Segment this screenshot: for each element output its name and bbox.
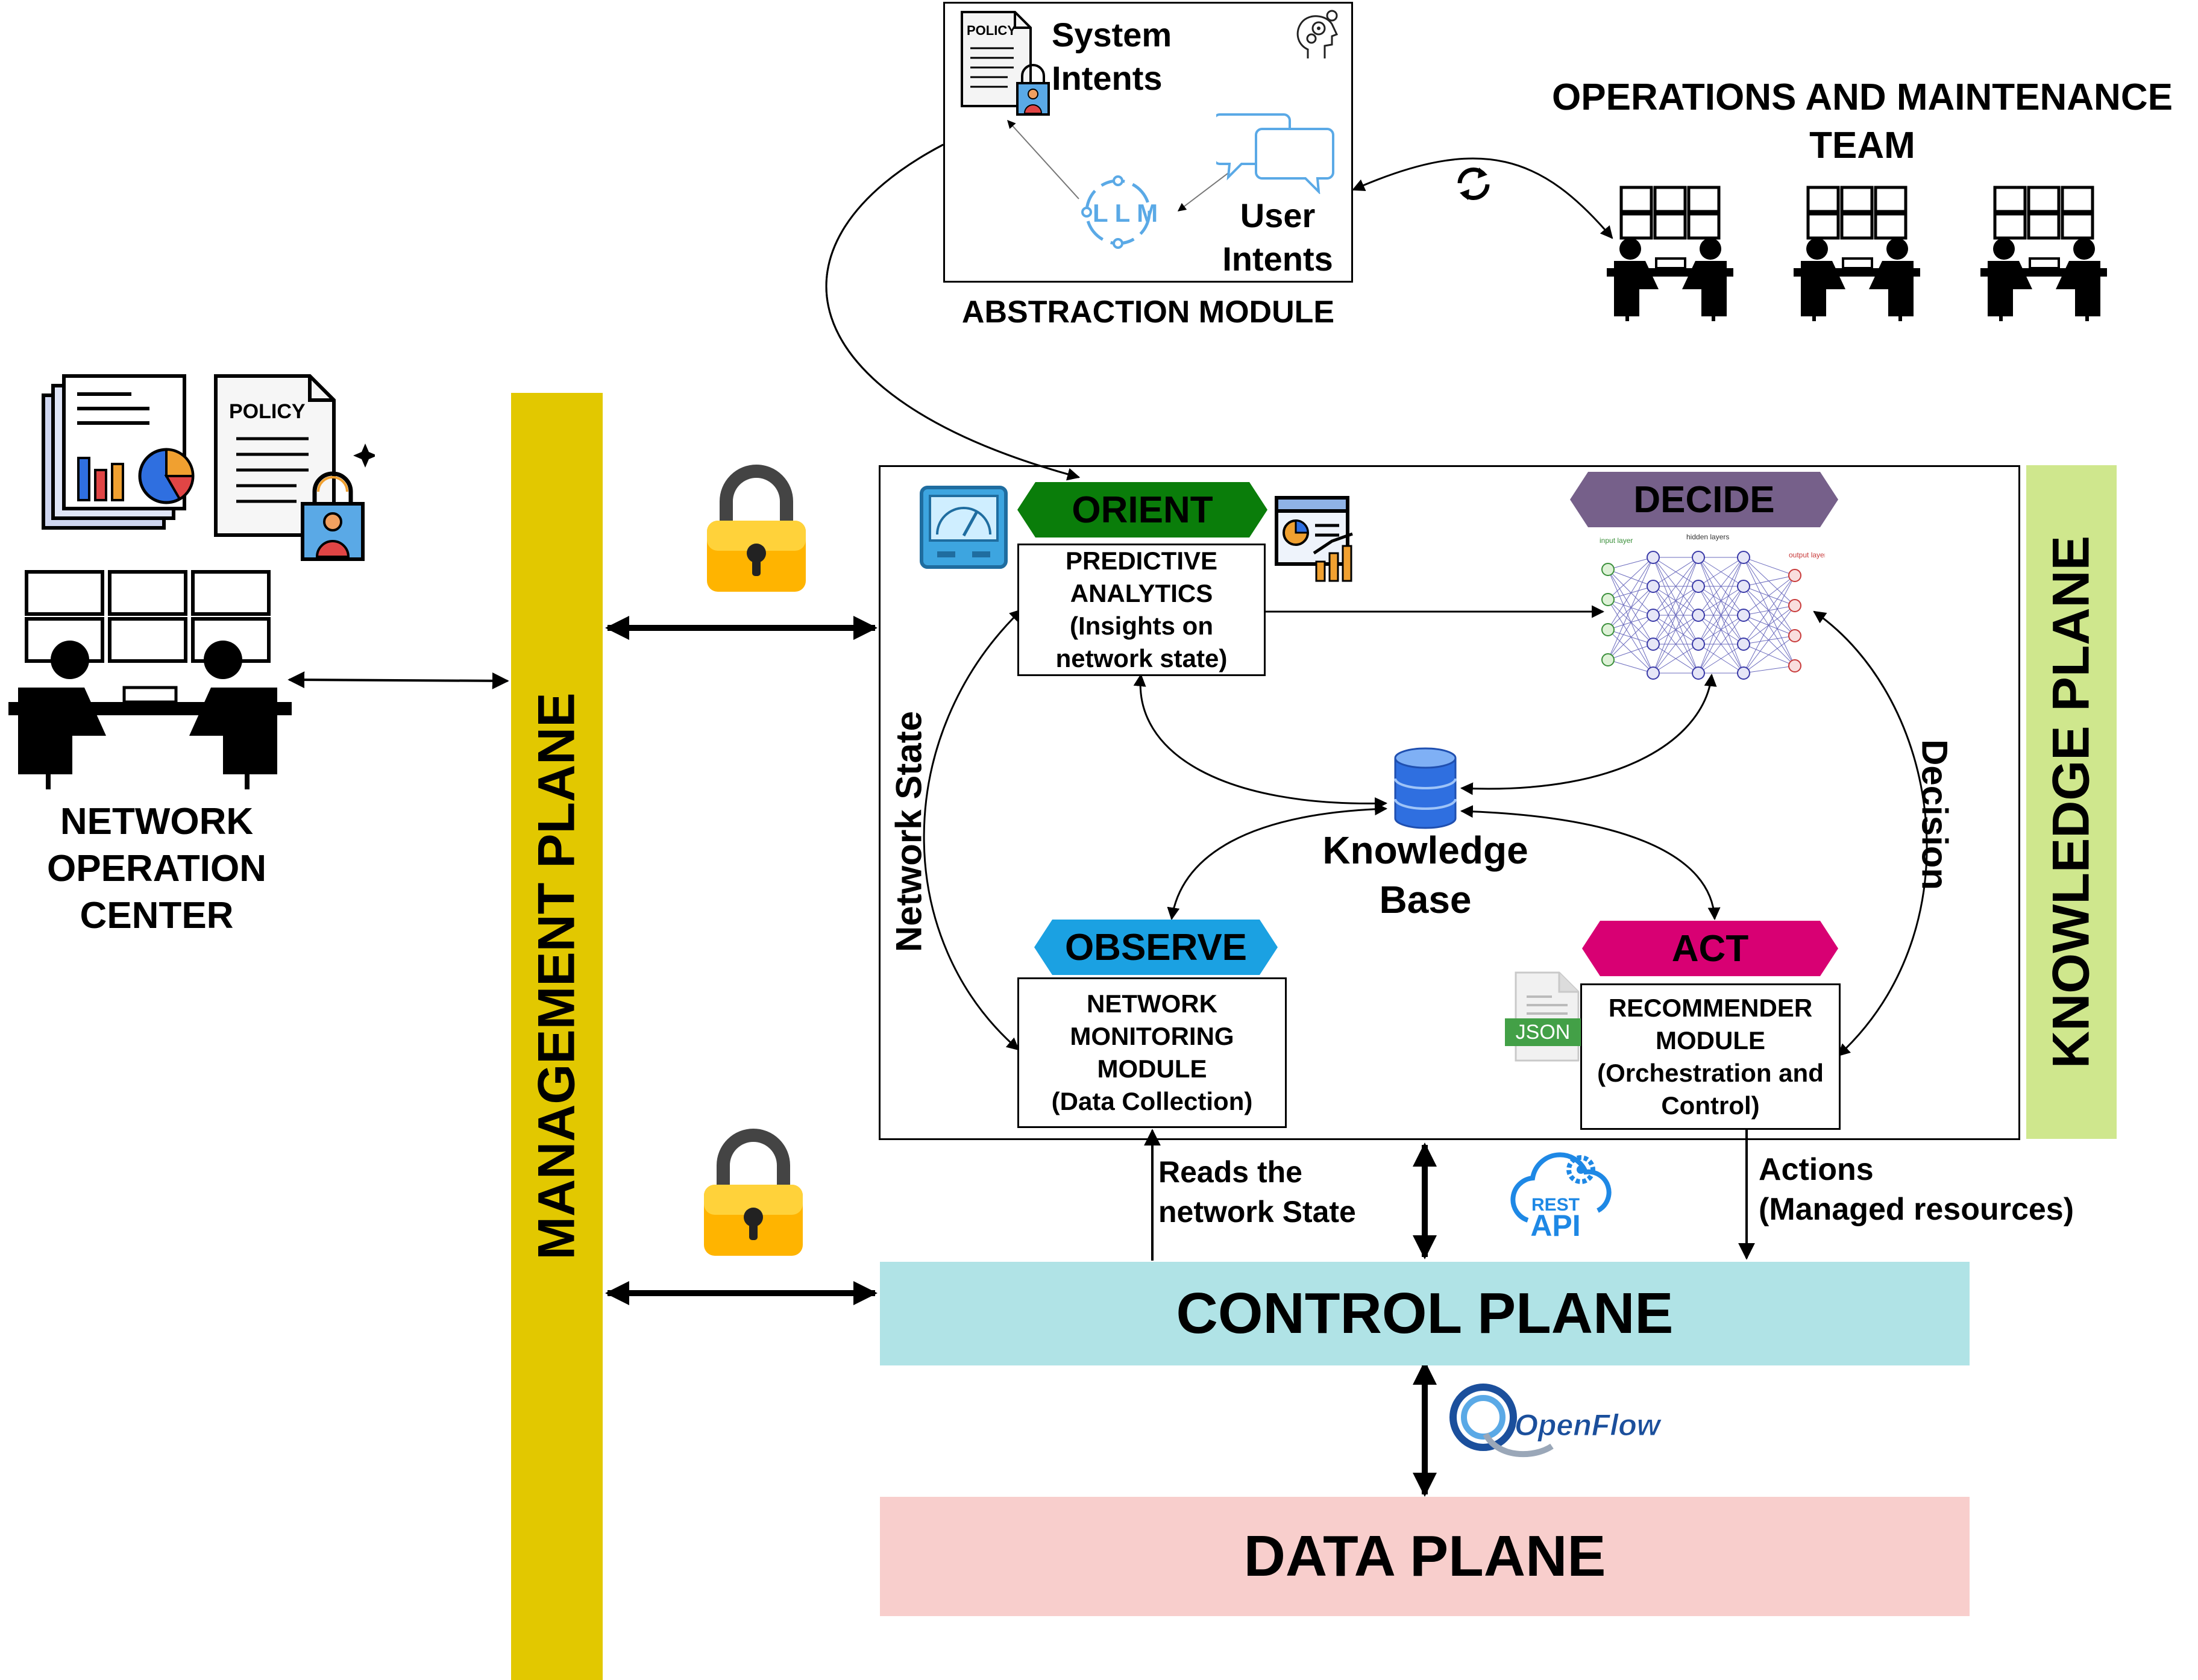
user-intents-label: User Intents [1222,196,1333,278]
actions-label: Actions (Managed resources) [1759,1152,2074,1227]
observe-stage-label: OBSERVE [1064,926,1248,968]
observe-stage-shape [1034,920,1278,975]
network-state-arrow [923,609,1023,1051]
system-intents-label: System Intents [1052,16,1172,97]
svg-text:OpenFlow: OpenFlow [1515,1408,1662,1442]
act-stage-shape [1582,921,1838,976]
abstraction-ops-arrow [1352,157,1613,239]
svg-text:POLICY: POLICY [229,400,306,423]
svg-text:API: API [1530,1209,1580,1243]
data-plane-bar: DATA PLANE [880,1497,1970,1616]
svg-text:hidden layers: hidden layers [1686,533,1729,541]
control-plane-label: CONTROL PLANE [1176,1281,1674,1346]
abstraction-module-title: ABSTRACTION MODULE [961,295,1335,330]
neural-network-diagram: input layer hidden layers output layer [1600,533,1825,680]
analytics-dashboard-icon [1275,496,1353,582]
ai-head-gears-icon [1296,10,1339,58]
reads-state-label: Reads the network State [1158,1155,1356,1229]
system-policy-doc-icon: POLICY [961,11,1050,116]
noc-title: NETWORK OPERATION CENTER [47,801,266,936]
knowledge-plane-bar [2026,465,2117,1139]
svg-text:output layer: output layer [1789,551,1825,559]
openflow-logo: OpenFlow [1449,1384,1662,1458]
svg-text:input layer: input layer [1600,536,1633,545]
management-plane-bar [511,393,603,1680]
svg-text:JSON: JSON [1516,1021,1571,1044]
svg-text:REST: REST [1531,1195,1580,1215]
llm-icon: L L M [1081,175,1158,249]
lock-icon-top [707,465,806,592]
kb-act-arrow [1460,805,1721,921]
decision-label: Decision [1914,739,1955,891]
database-icon [1394,747,1457,829]
noc-policy-doc-icon: POLICY [214,374,375,561]
network-state-label: Network State [888,710,929,953]
act-stage-label: ACT [1671,927,1749,970]
knowledge-base-label: Knowledge Base [1322,829,1528,921]
data-plane-label: DATA PLANE [1243,1524,1606,1588]
lock-icon-bottom [704,1129,803,1256]
orient-stage-shape [1017,482,1267,538]
json-file-icon: JSON [1505,971,1581,1062]
decision-arrow [1813,610,1928,1057]
kb-observe-arrow [1167,803,1388,921]
ops-team-title: OPERATIONS AND MAINTENANCE TEAM [1552,77,2173,166]
svg-text:L L M: L L M [1093,199,1158,227]
knowledge-plane-frame [879,465,2020,1140]
report-chart-icon [42,374,195,530]
decide-stage-label: DECIDE [1633,478,1775,521]
kb-decide-arrow [1460,673,1717,795]
noc-management-arrow [287,671,509,689]
abstraction-internal-arrows [1007,119,1236,212]
kb-orient-arrow [1133,673,1388,810]
gauge-meter-icon [920,486,1008,569]
noc-workstation-icon [8,570,292,789]
orient-stage-label: ORIENT [1072,489,1213,531]
svg-text:POLICY: POLICY [967,23,1016,38]
user-chat-bubbles-icon [1216,113,1334,194]
ops-team-workstations-icon [1607,184,2194,325]
rest-api-icon: REST API [1510,1152,1612,1243]
decide-stage-shape [1570,472,1838,527]
control-plane-bar: CONTROL PLANE [880,1262,1970,1365]
sync-icon [1457,167,1490,201]
